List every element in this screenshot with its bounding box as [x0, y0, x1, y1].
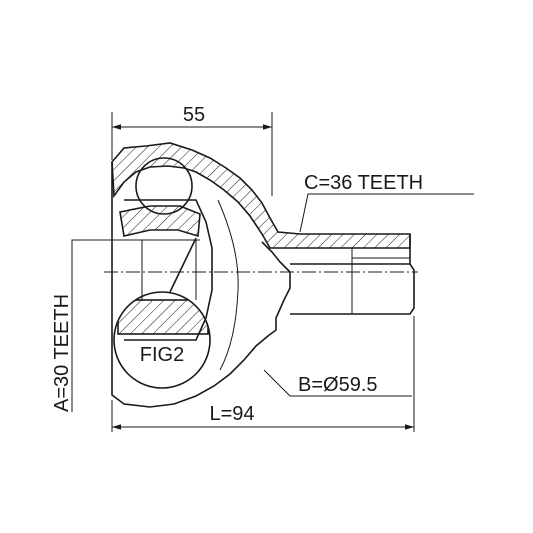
dim-l94-label: L=94: [209, 403, 254, 425]
teeth-outer-label: C=36 TEETH: [304, 172, 423, 194]
teeth-inner-leader: [71, 239, 194, 412]
teeth-outer-leader: [299, 193, 474, 233]
fig2-detail-hatch: [117, 299, 209, 335]
teeth-inner-label: A=30 TEETH: [51, 294, 73, 412]
shaft-outline: [290, 263, 415, 315]
inner-race-hatched: [119, 205, 201, 238]
housing-upper-section: [111, 142, 411, 249]
fig2-detail-circle: [113, 291, 211, 389]
dim-55-label: 55: [183, 104, 205, 126]
fig2-leader: [169, 237, 197, 293]
fig2-label: FIG2: [140, 344, 184, 366]
diameter-leader: [263, 369, 412, 397]
inner-race-outline: [124, 199, 213, 341]
diameter-label: B=Ø59.5: [298, 374, 378, 396]
inner-race-arc: [217, 199, 239, 371]
